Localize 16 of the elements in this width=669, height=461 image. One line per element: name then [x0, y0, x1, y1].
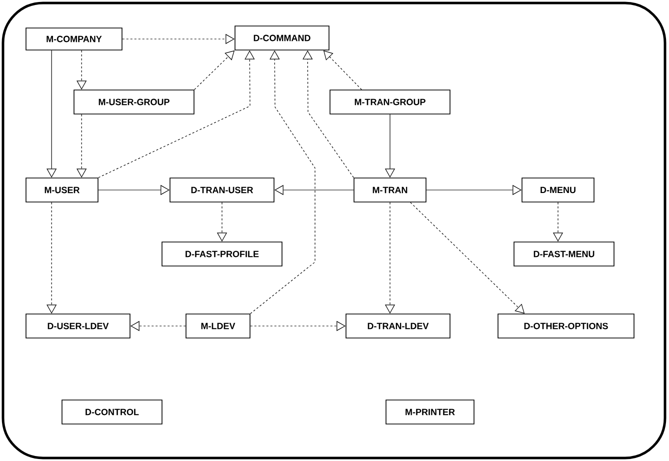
entity-box: M-PRINTER [386, 400, 474, 424]
entity-box: D-MENU [522, 178, 594, 202]
entity-box: D-OTHER-OPTIONS [498, 314, 634, 338]
entity-box: D-TRAN-LDEV [346, 314, 450, 338]
entity-box: D-TRAN-USER [170, 178, 274, 202]
entity-box: M-COMPANY [26, 28, 122, 50]
entity-box: D-CONTROL [62, 400, 162, 424]
entity-box: M-USER-GROUP [74, 90, 194, 114]
entity-box: M-LDEV [186, 314, 250, 338]
entity-box: M-TRAN-GROUP [330, 90, 450, 114]
entity-box: D-FAST-PROFILE [162, 242, 282, 266]
entity-box: D-USER-LDEV [26, 314, 130, 338]
entity-box: M-USER [26, 178, 98, 202]
entity-box: D-FAST-MENU [514, 242, 614, 266]
entity-box: M-TRAN [354, 178, 426, 202]
entity-box: D-COMMAND [234, 26, 330, 50]
